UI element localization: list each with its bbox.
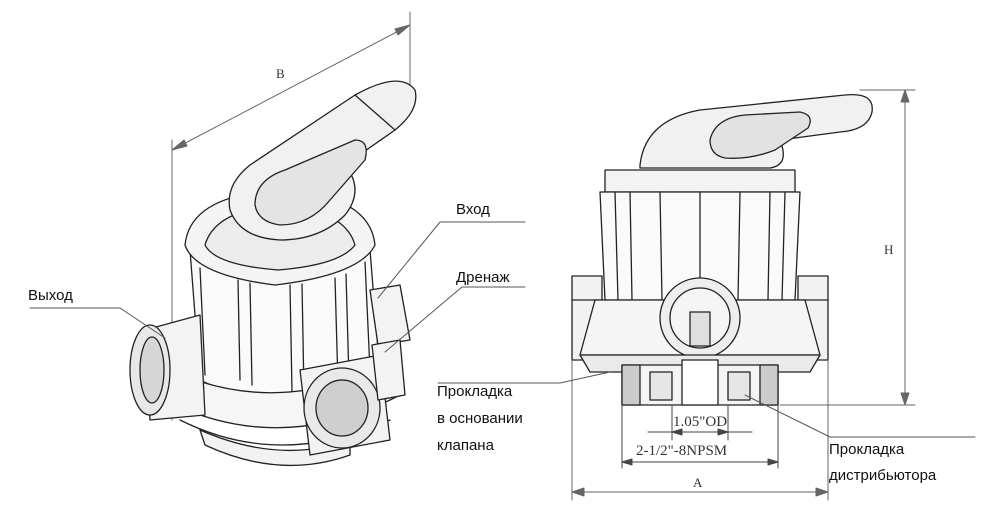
dimension-h-label: H [884, 242, 894, 257]
dimension-a-label: A [693, 475, 703, 490]
label-drain: Дренаж [456, 269, 510, 286]
front-skirt [579, 277, 821, 359]
dimension-h-line [779, 89, 916, 406]
label-distributor-gasket-line1: Прокладка [829, 441, 905, 458]
thread-dimension-label: 2-1/2"-8NPSM [636, 443, 728, 459]
front-handle [639, 93, 873, 169]
valve-handle [228, 80, 417, 241]
od-dimension-label: 1.05"OD [673, 414, 728, 430]
thread-dimension-line [621, 404, 779, 469]
outlet-port [129, 314, 206, 421]
isometric-valve [129, 11, 417, 467]
right-ports [369, 284, 411, 401]
dimension-b-label: B [276, 66, 285, 81]
front-view-valve [571, 89, 916, 501]
label-outlet: Выход [28, 287, 73, 304]
label-base-gasket-line2: в основании [437, 410, 523, 427]
leader-lines-left [29, 221, 526, 353]
front-port [299, 354, 391, 456]
label-distributor-gasket-line2: дистрибьютора [829, 467, 937, 484]
label-inlet: Вход [456, 201, 490, 218]
front-base [579, 354, 821, 406]
od-dimension-line [647, 404, 753, 441]
dimension-a-line [571, 359, 829, 501]
front-cap [604, 169, 796, 193]
label-base-gasket-line1: Прокладка [437, 383, 513, 400]
label-base-gasket-line3: клапана [437, 437, 494, 454]
leader-lines-right [437, 371, 976, 438]
